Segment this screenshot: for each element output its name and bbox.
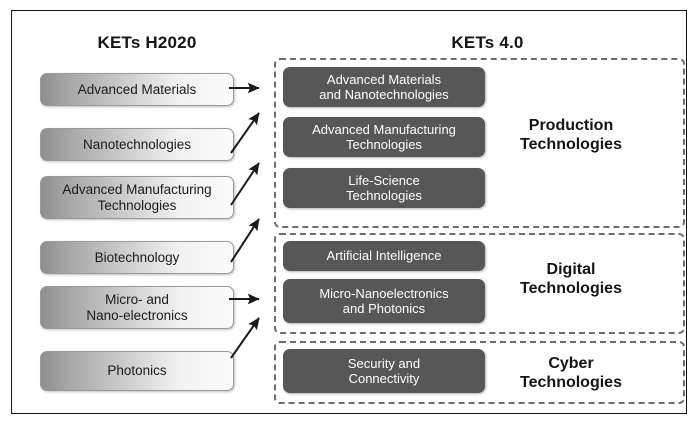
ket40-box-advanced-materials-nanotechnologies[interactable]: Advanced Materials and Nanotechnologies xyxy=(283,67,485,107)
column-heading-kets-h2020: KETs H2020 xyxy=(97,33,197,52)
ket40-box-advanced-manufacturing-technologies[interactable]: Advanced Manufacturing Technologies xyxy=(283,117,485,157)
group-label-digital-technologies: Digital Technologies xyxy=(520,261,622,298)
ket-h2020-box-advanced-manufacturing[interactable]: Advanced Manufacturing Technologies xyxy=(40,176,234,219)
ket-h2020-box-photonics[interactable]: Photonics xyxy=(40,351,234,391)
ket40-box-security-and-connectivity[interactable]: Security and Connectivity xyxy=(283,349,485,393)
ket40-box-micro-nanoelectronics-photonics[interactable]: Micro-Nanoelectronics and Photonics xyxy=(283,279,485,323)
ket-h2020-box-micro-nano-electronics[interactable]: Micro- and Nano-electronics xyxy=(40,286,234,329)
ket40-box-life-science-technologies[interactable]: Life-Science Technologies xyxy=(283,168,485,208)
ket-h2020-box-advanced-materials[interactable]: Advanced Materials xyxy=(40,73,234,106)
diagram-frame: KETs H2020 KETs 4.0 Advanced Materials N… xyxy=(11,10,687,414)
group-label-production-technologies: Production Technologies xyxy=(520,117,622,154)
column-heading-kets-40: KETs 4.0 xyxy=(451,33,524,52)
ket-h2020-box-biotechnology[interactable]: Biotechnology xyxy=(40,241,234,274)
group-label-cyber-technologies: Cyber Technologies xyxy=(520,355,622,392)
ket-h2020-box-nanotechnologies[interactable]: Nanotechnologies xyxy=(40,128,234,161)
ket40-box-artificial-intelligence[interactable]: Artificial Intelligence xyxy=(283,241,485,271)
